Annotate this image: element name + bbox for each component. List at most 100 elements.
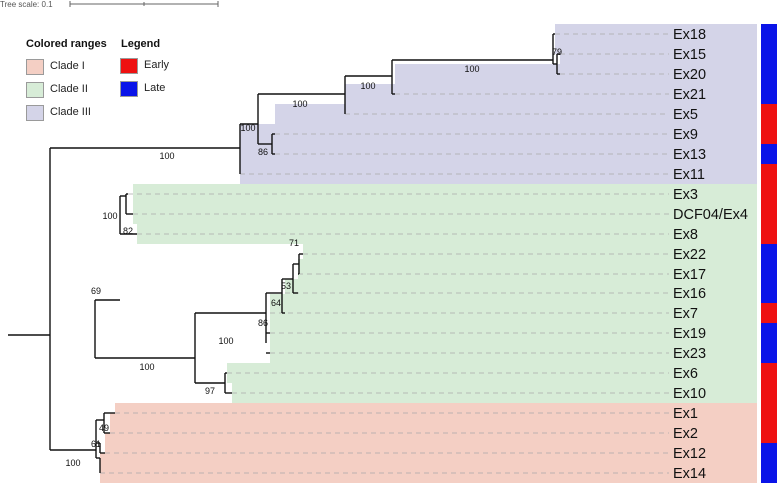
leaf-guide-lines [100, 33, 669, 474]
bootstrap-value: 100 [159, 151, 174, 161]
leaf-label: Ex17 [673, 267, 706, 283]
range-mask [128, 383, 232, 403]
leaf-label: Ex15 [673, 47, 706, 63]
period-cell [761, 204, 777, 225]
period-cell [761, 423, 777, 444]
range-mask [128, 244, 303, 259]
period-cell [761, 323, 777, 344]
clade-ii-label: Clade II [50, 83, 88, 95]
leaf-label: Ex1 [673, 406, 698, 422]
bootstrap-value: 53 [281, 281, 291, 291]
tree-scale-label: Tree scale: 0.1 [0, 0, 53, 9]
range-mask [128, 259, 298, 279]
range-mask [100, 403, 115, 413]
period-cell [761, 363, 777, 384]
bootstrap-labels: 7910010010010086100100826971536486100100… [65, 47, 562, 468]
early-label: Early [144, 59, 170, 71]
clade-iii-label: Clade III [50, 106, 91, 118]
bootstrap-value: 82 [123, 226, 133, 236]
period-cell [761, 343, 777, 364]
period-cell [761, 303, 777, 324]
bootstrap-value: 86 [258, 318, 268, 328]
period-cell [761, 44, 777, 65]
late-label: Late [144, 82, 166, 94]
leaf-label: Ex7 [673, 306, 698, 322]
tree-scale-bar [69, 1, 219, 7]
leaf-label: Ex11 [673, 167, 705, 183]
period-cell [761, 264, 777, 284]
leaf-label: Ex10 [673, 386, 706, 402]
period-legend-title: Legend [121, 38, 161, 50]
period-cell [761, 224, 777, 245]
bootstrap-value: 49 [99, 423, 109, 433]
range-mask [240, 64, 395, 84]
period-cell [761, 383, 777, 404]
early-swatch [120, 58, 138, 74]
leaf-label: Ex14 [673, 466, 706, 482]
leaf-label: Ex18 [673, 27, 706, 43]
bootstrap-value: 100 [292, 99, 307, 109]
leaf-labels: Ex18Ex15Ex20Ex21Ex5Ex9Ex13Ex11Ex3DCF04/E… [673, 27, 748, 482]
leaf-label: Ex9 [673, 127, 698, 143]
range-mask [100, 433, 105, 453]
range-mask [240, 24, 555, 54]
clade-i-swatch [26, 59, 44, 75]
bootstrap-value: 100 [240, 123, 255, 133]
clade-ranges [100, 24, 757, 483]
leaf-label: Ex20 [673, 67, 706, 83]
period-cell [761, 283, 777, 304]
range-mask [128, 294, 270, 363]
bootstrap-value: 100 [218, 336, 233, 346]
colored-ranges-legend-title: Colored ranges [26, 38, 107, 50]
period-cell [761, 84, 777, 105]
late-swatch [120, 81, 138, 97]
leaf-label: DCF04/Ex4 [673, 207, 748, 223]
bootstrap-value: 100 [360, 81, 375, 91]
bootstrap-value: 100 [464, 64, 479, 74]
period-cell [761, 124, 777, 145]
period-cell [761, 64, 777, 85]
leaf-label: Ex16 [673, 286, 706, 302]
bootstrap-value: 71 [289, 238, 299, 248]
leaf-label: Ex19 [673, 326, 706, 342]
period-cell [761, 24, 777, 45]
range-mask [128, 184, 133, 194]
period-cell [761, 184, 777, 205]
period-legend: Legend Early Late [115, 34, 175, 97]
clade-ii-swatch [26, 82, 44, 98]
range-mask [100, 413, 110, 433]
period-cell [761, 144, 777, 165]
bootstrap-value: 100 [139, 362, 154, 372]
period-cell [761, 463, 777, 483]
period-cell [761, 244, 777, 265]
bootstrap-value: 86 [258, 147, 268, 157]
leaf-label: Ex22 [673, 247, 706, 263]
clade-iii-swatch [26, 105, 44, 121]
tree-branches [8, 33, 560, 473]
leaf-label: Ex2 [673, 426, 698, 442]
bootstrap-value: 100 [65, 458, 80, 468]
leaf-label: Ex3 [673, 187, 698, 203]
bootstrap-value: 69 [91, 286, 101, 296]
leaf-label: Ex8 [673, 227, 698, 243]
bootstrap-value: 64 [271, 298, 281, 308]
period-cell [761, 443, 777, 464]
range-mask [128, 363, 227, 383]
colored-ranges-legend: Colored ranges Clade I Clade II Clade II… [20, 34, 115, 126]
leaf-label: Ex21 [673, 87, 706, 103]
clade-range-clade-i [100, 403, 757, 483]
leaf-label: Ex13 [673, 147, 706, 163]
period-color-strip [761, 24, 777, 483]
leaf-label: Ex23 [673, 346, 706, 362]
range-mask [128, 194, 133, 224]
clade-i-label: Clade I [50, 60, 85, 72]
leaf-label: Ex12 [673, 446, 706, 462]
leaf-label: Ex6 [673, 366, 698, 382]
period-cell [761, 164, 777, 185]
period-cell [761, 403, 777, 424]
leaf-label: Ex5 [673, 107, 698, 123]
range-mask [240, 54, 560, 64]
bootstrap-value: 100 [102, 211, 117, 221]
bootstrap-value: 97 [205, 386, 215, 396]
